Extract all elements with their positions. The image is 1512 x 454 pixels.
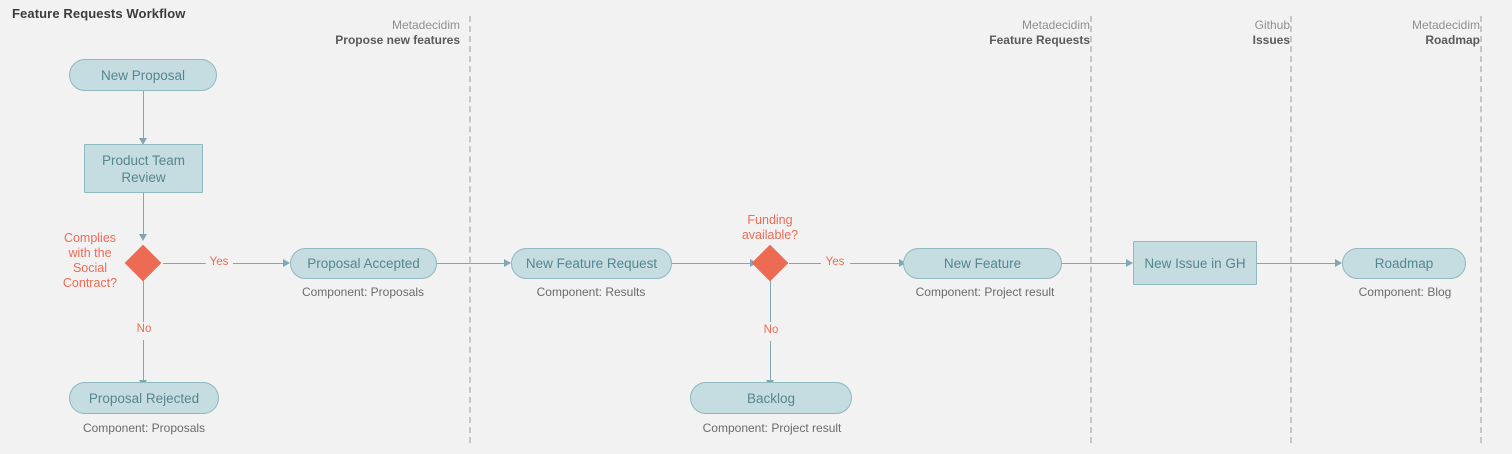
- lane-divider-3: [1290, 16, 1292, 443]
- connector-request-to-funding: [672, 263, 755, 264]
- edge-label-sc-no: No: [132, 323, 156, 335]
- node-new-issue-gh[interactable]: New Issue in GH: [1133, 241, 1257, 285]
- lane-header-propose-new-features: Metadecidim Propose new features: [335, 18, 460, 48]
- arrowhead-right: [504, 258, 511, 267]
- lane-divider-2: [1090, 16, 1092, 443]
- lane-header-github-issues: Github Issues: [1253, 18, 1290, 48]
- connector-sc-no-b: [143, 340, 144, 380]
- connector-accepted-to-request: [437, 263, 507, 264]
- caption-proposal-accepted: Component: Proposals: [301, 285, 425, 299]
- lane-name-label: Propose new features: [335, 33, 460, 47]
- node-new-feature-request[interactable]: New Feature Request: [511, 248, 672, 279]
- connector-feature-to-issue: [1062, 263, 1130, 264]
- lane-divider-1: [469, 16, 471, 443]
- node-label: Product Team Review: [101, 152, 186, 185]
- lane-org-label: Github: [1254, 18, 1290, 32]
- caption-backlog: Component: Project result: [702, 421, 842, 435]
- lane-org-label: Metadecidim: [1021, 18, 1090, 32]
- connector-sc-no-a: [143, 277, 144, 322]
- caption-new-feature-request: Component: Results: [536, 285, 646, 299]
- arrowhead-down: [139, 138, 147, 145]
- node-label: Proposal Rejected: [88, 390, 200, 406]
- connector-sc-yes-a: [163, 263, 207, 264]
- connector-fund-yes-a: [789, 263, 821, 264]
- connector-issue-to-roadmap: [1257, 263, 1339, 264]
- node-proposal-rejected[interactable]: Proposal Rejected: [69, 382, 219, 414]
- lane-name-label: Issues: [1252, 33, 1290, 47]
- connector-new-proposal-to-review: [143, 90, 144, 138]
- arrowhead-down: [139, 234, 147, 241]
- caption-roadmap: Component: Blog: [1358, 285, 1452, 299]
- decision-funding[interactable]: [751, 244, 789, 282]
- node-proposal-accepted[interactable]: Proposal Accepted: [290, 248, 437, 279]
- node-label: New Feature: [943, 256, 1022, 271]
- node-label: Backlog: [746, 390, 796, 406]
- edge-label-fund-yes: Yes: [821, 256, 849, 268]
- lane-divider-4: [1480, 16, 1482, 443]
- decision-label-funding: Funding available?: [741, 213, 799, 242]
- lane-name-label: Feature Requests: [989, 33, 1090, 47]
- connector-review-to-social-contract: [143, 192, 144, 234]
- edge-label-fund-no: No: [759, 324, 783, 336]
- node-label: New Proposal: [100, 67, 186, 83]
- node-label: Proposal Accepted: [307, 256, 420, 271]
- lane-header-feature-requests: Metadecidim Feature Requests: [989, 18, 1090, 48]
- node-new-feature[interactable]: New Feature: [903, 248, 1062, 279]
- lane-name-label: Roadmap: [1425, 33, 1480, 47]
- caption-proposal-rejected: Component: Proposals: [82, 421, 206, 435]
- arrowhead-right: [1126, 258, 1133, 267]
- decision-label-social-contract: Complies with the Social Contract?: [62, 231, 118, 290]
- decision-social-contract[interactable]: [124, 244, 162, 282]
- node-label: New Feature Request: [525, 256, 658, 271]
- node-label: Roadmap: [1374, 256, 1434, 271]
- edge-label-sc-yes: Yes: [205, 256, 233, 268]
- connector-fund-yes-b: [850, 263, 902, 264]
- lane-org-label: Metadecidim: [1411, 18, 1480, 32]
- connector-sc-yes-b: [233, 263, 285, 264]
- node-label: New Issue in GH: [1144, 255, 1246, 271]
- lane-org-label: Metadecidim: [391, 18, 460, 32]
- lane-header-roadmap: Metadecidim Roadmap: [1412, 18, 1480, 48]
- node-new-proposal[interactable]: New Proposal: [69, 59, 217, 91]
- arrowhead-right: [1335, 258, 1342, 267]
- connector-fund-no-a: [770, 277, 771, 322]
- node-roadmap[interactable]: Roadmap: [1342, 248, 1466, 279]
- node-product-team-review[interactable]: Product Team Review: [84, 144, 203, 193]
- connector-fund-no-b: [770, 341, 771, 380]
- arrowhead-right: [283, 258, 290, 267]
- caption-new-feature: Component: Project result: [915, 285, 1055, 299]
- node-backlog[interactable]: Backlog: [690, 382, 852, 414]
- page-title: Feature Requests Workflow: [12, 6, 186, 21]
